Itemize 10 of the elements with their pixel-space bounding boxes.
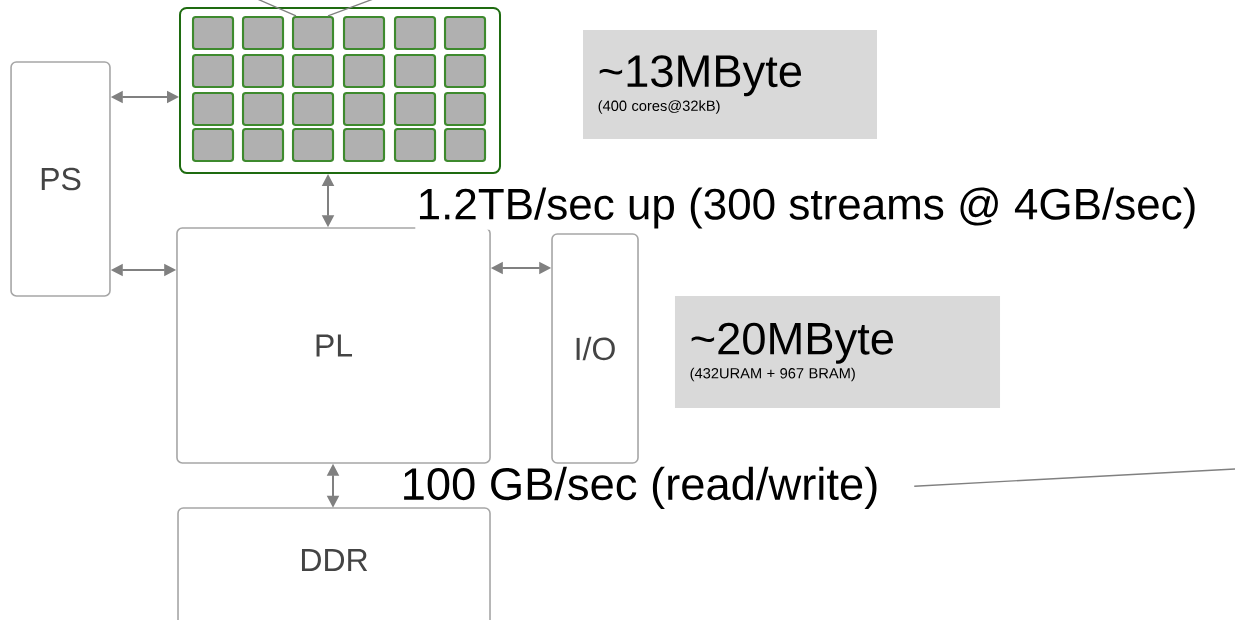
memory-box: ~13MByte (400 cores@32kB) [583,29,877,140]
memory-box: ~20MByte (432URAM + 967 BRAM) [675,296,1001,408]
block-box: PL [176,227,491,464]
bandwidth-text: 100 GB/sec (read/write) [404,466,877,510]
leader-line [913,468,1236,487]
block-box: I/O [551,233,639,464]
block-box: PS [10,61,111,297]
edge-label: 1.2TB/sec up (300 streams @ 4GB/sec) [415,186,1199,230]
core-array-box [179,6,501,175]
block-box: DDR [177,507,491,620]
